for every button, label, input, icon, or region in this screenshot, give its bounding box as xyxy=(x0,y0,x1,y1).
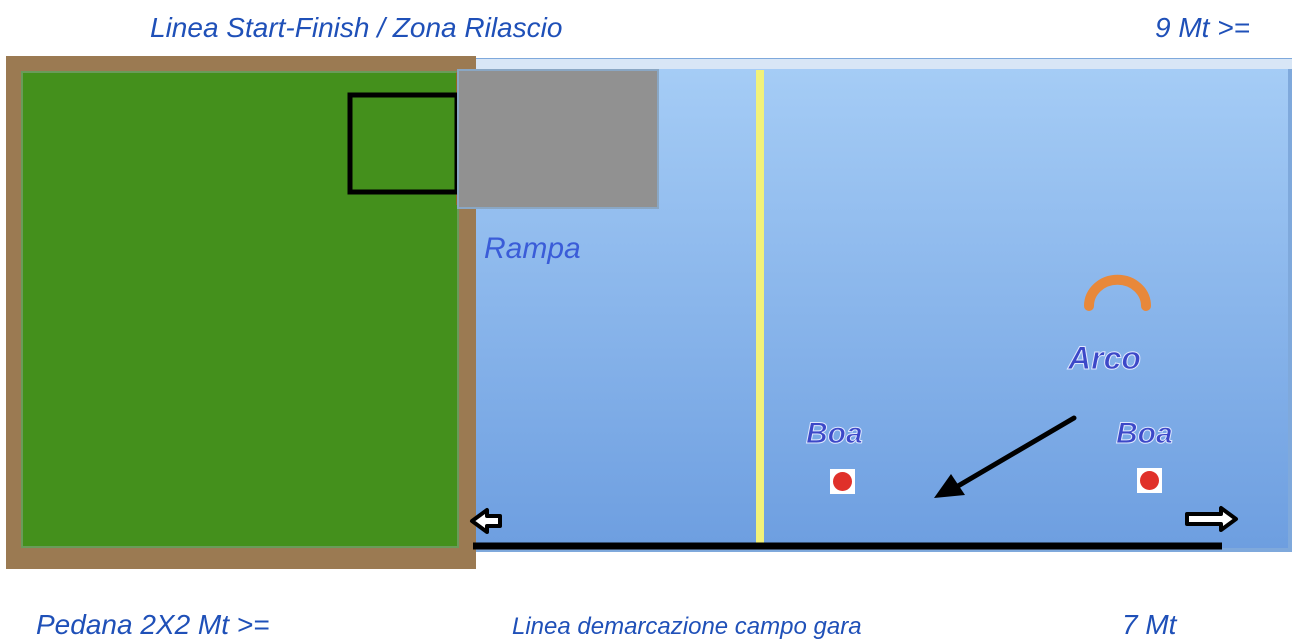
start-finish-label: Linea Start-Finish / Zona Rilascio xyxy=(150,12,563,43)
pointer-arrow-head xyxy=(934,474,965,498)
demarcation-label: Linea demarcazione campo gara xyxy=(512,613,862,640)
arch-label: Arco xyxy=(1067,340,1141,376)
arch-icon xyxy=(1084,274,1151,311)
buoy-right-icon xyxy=(1140,471,1159,490)
buoy-left-icon xyxy=(833,472,852,491)
platform-label: Pedana 2X2 Mt >= xyxy=(36,609,270,640)
field-length-label: 7 Mt xyxy=(1122,609,1177,640)
arrow-right-icon xyxy=(1185,506,1238,532)
buoy-left-label: Boa xyxy=(806,417,863,450)
field-width-label: 9 Mt >= xyxy=(1155,12,1250,43)
platform xyxy=(21,71,459,548)
ramp xyxy=(457,69,659,209)
ramp-label: Rampa xyxy=(484,232,581,265)
pointer-arrow-shaft xyxy=(955,415,1077,489)
buoy-right-label: Boa xyxy=(1116,417,1173,450)
arrow-left-icon xyxy=(470,508,502,534)
